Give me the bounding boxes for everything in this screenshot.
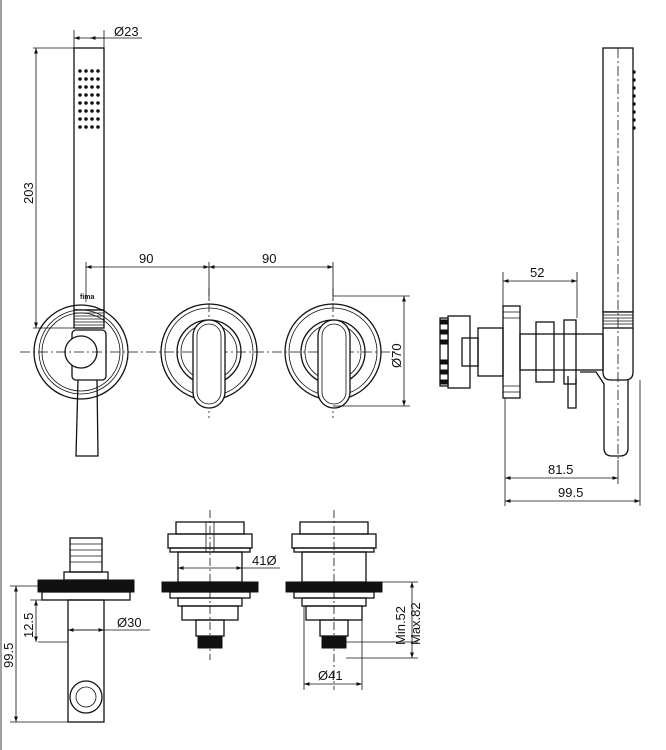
dim-bottom-height: 99.5 12.5 <box>1 585 68 723</box>
dim-label-41-body: 41Ø <box>252 553 277 568</box>
dim-label-d30: Ø30 <box>117 615 142 630</box>
dim-label-52: 52 <box>530 265 544 280</box>
dim-label-min52: Min.52 <box>393 606 408 645</box>
handshower-front-view: fima <box>33 47 129 457</box>
dim-rosette-diameter: Ø70 <box>333 295 410 407</box>
bottom-view-mixer-2 <box>285 510 383 690</box>
dim-min-max-depth: Min.52 Max.82 <box>346 581 423 659</box>
dim-handshower-diameter: Ø23 <box>73 24 142 48</box>
dim-label-99-5-side: 99.5 <box>558 485 583 500</box>
dim-label-203: 203 <box>21 182 36 204</box>
brand-mark: fima <box>80 294 95 301</box>
dim-label-d23: Ø23 <box>114 24 139 39</box>
dim-outlet-diameter: Ø30 <box>68 615 150 632</box>
dim-spacing: 90 90 <box>85 251 334 302</box>
dim-handshower-height: 203 <box>21 47 74 329</box>
dim-label-max82: Max.82 <box>408 602 423 645</box>
dim-label-12-5: 12.5 <box>21 613 36 638</box>
dim-valve-diameter: Ø41 <box>303 606 363 690</box>
spray-nozzles <box>78 69 100 129</box>
dim-label-90-right: 90 <box>262 251 276 266</box>
side-view <box>439 47 636 460</box>
mixer-front-view-2 <box>284 288 382 418</box>
dim-side-depth: 81.5 99.5 <box>504 380 641 506</box>
dim-label-d41: Ø41 <box>318 668 343 683</box>
bottom-view-outlet <box>37 537 135 723</box>
mixer-front-view-1 <box>160 288 258 418</box>
dim-body-diameter: 41Ø <box>178 553 280 570</box>
dim-label-d70: Ø70 <box>389 343 404 368</box>
dim-label-99-5-bottom: 99.5 <box>1 643 16 668</box>
dim-side-width: 52 <box>502 265 578 318</box>
dim-label-90-left: 90 <box>139 251 153 266</box>
dim-label-81-5: 81.5 <box>548 462 573 477</box>
bottom-view-mixer-1 <box>161 510 259 660</box>
